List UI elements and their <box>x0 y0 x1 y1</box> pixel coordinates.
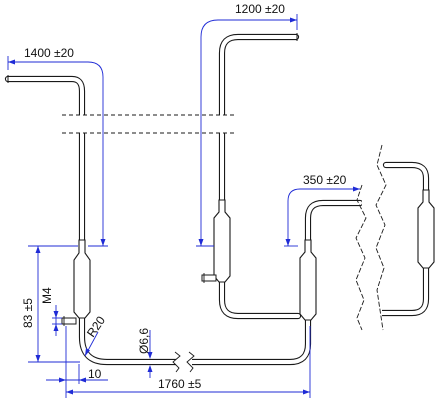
label-350: 350 ±20 <box>303 173 347 187</box>
label-m4: M4 <box>40 287 54 304</box>
label-10: 10 <box>88 367 102 381</box>
dim-350 <box>284 186 360 247</box>
sensor-tips <box>61 273 217 326</box>
break-band-top <box>62 114 236 134</box>
label-1400: 1400 ±20 <box>24 46 74 60</box>
dim-1200 <box>196 14 298 247</box>
break-bottom <box>172 351 195 373</box>
dim-diameter <box>147 330 153 378</box>
label-r20: R20 <box>84 313 108 339</box>
sleeve-right <box>299 239 317 321</box>
sleeve-left <box>73 239 91 319</box>
dim-10 <box>46 326 108 384</box>
label-1200: 1200 ±20 <box>235 2 285 16</box>
dim-1400 <box>7 56 108 247</box>
sleeve-middle <box>213 199 231 283</box>
dim-83 <box>28 245 80 363</box>
sleeve-far-right <box>417 189 435 269</box>
label-83: 83 ±5 <box>21 298 35 328</box>
dim-r20 <box>84 331 99 357</box>
sleeves <box>73 189 435 321</box>
label-1760: 1760 ±5 <box>158 377 202 391</box>
dim-m4 <box>52 305 62 336</box>
dim-1760 <box>65 326 311 398</box>
pipe-ends <box>7 33 298 83</box>
label-diameter: Ø6,6 <box>137 328 151 354</box>
break-right <box>355 144 387 331</box>
